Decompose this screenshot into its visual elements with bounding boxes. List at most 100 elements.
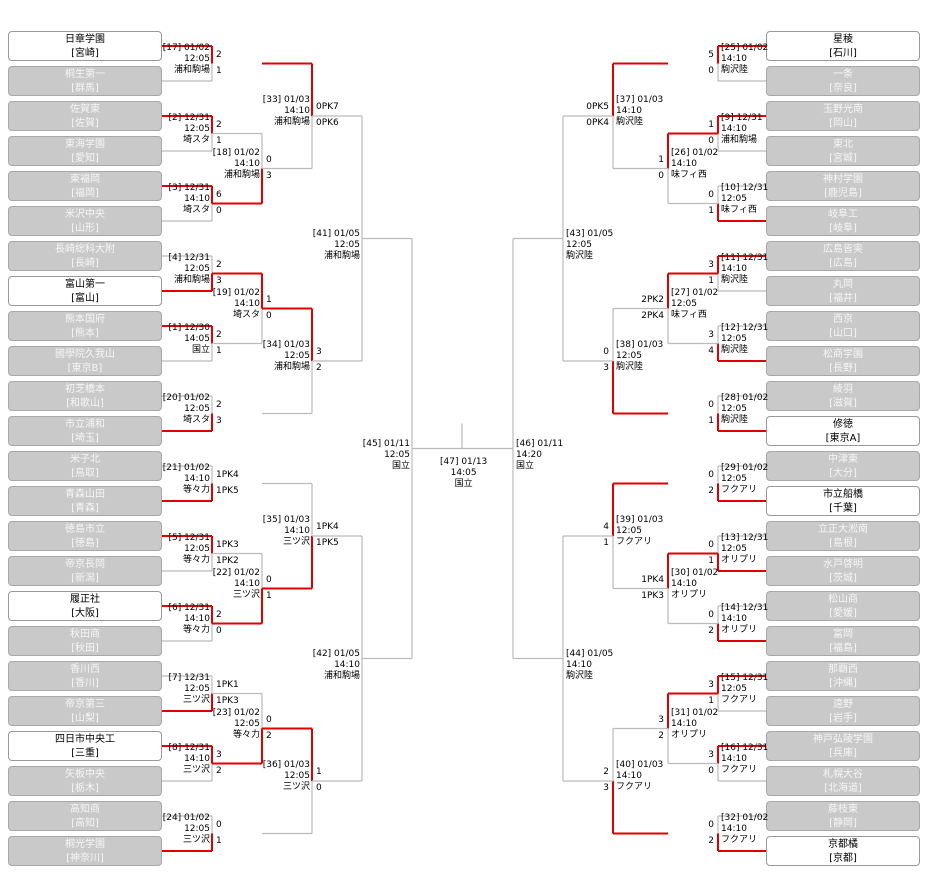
- team-box-l-8[interactable]: 熊本国府[熊本]: [8, 311, 162, 341]
- team-box-l-6[interactable]: 長崎総科大附[長崎]: [8, 241, 162, 271]
- team-prefecture: [千葉]: [829, 503, 857, 514]
- score-m18-b: 3: [266, 170, 272, 181]
- match-info-m15: [15] 12/31 12:05 フクアリ: [721, 672, 769, 705]
- team-box-l-16[interactable]: 履正社[大阪]: [8, 591, 162, 621]
- team-name: 藤枝東: [828, 804, 858, 815]
- team-box-l-13[interactable]: 青森山田[青森]: [8, 486, 162, 516]
- team-name: 市立浦和: [65, 419, 105, 430]
- score-m17-b: 1: [216, 65, 222, 76]
- match-info-m11: [11] 12/31 14:10 駒沢陸: [721, 252, 769, 285]
- team-box-r-3[interactable]: 東北[宮城]: [766, 136, 920, 166]
- team-box-l-4[interactable]: 東福岡[福岡]: [8, 171, 162, 201]
- score-m6-b: 0: [216, 625, 222, 636]
- team-prefecture: [佐賀]: [71, 118, 99, 129]
- team-box-l-21[interactable]: 矢板中央[栃木]: [8, 766, 162, 796]
- match-info-m43: [43] 01/05 12:05 駒沢陸: [566, 228, 614, 261]
- team-box-r-11[interactable]: 修徳[東京A]: [766, 416, 920, 446]
- team-name: 神村学園: [823, 174, 863, 185]
- team-name: 中津東: [828, 454, 858, 465]
- team-prefecture: [高知]: [71, 818, 99, 829]
- team-box-l-18[interactable]: 香川西[香川]: [8, 661, 162, 691]
- team-box-r-17[interactable]: 富岡[福島]: [766, 626, 920, 656]
- score-m21-b: 1PK5: [216, 485, 239, 496]
- team-box-r-22[interactable]: 藤枝東[静岡]: [766, 801, 920, 831]
- team-box-r-12[interactable]: 中津東[大分]: [766, 451, 920, 481]
- score-m4-a: 2: [216, 259, 222, 270]
- team-box-r-13[interactable]: 市立船橋[千葉]: [766, 486, 920, 516]
- match-info-m26: [26] 01/02 14:10 味フィ西: [671, 147, 719, 180]
- score-m23-a: 0: [266, 714, 272, 725]
- team-box-l-19[interactable]: 帝京第三[山梨]: [8, 696, 162, 726]
- match-info-m13: [13] 12/31 12:05 オリプリ: [721, 532, 769, 565]
- team-box-r-18[interactable]: 那覇西[沖縄]: [766, 661, 920, 691]
- team-box-r-9[interactable]: 松商学園[長野]: [766, 346, 920, 376]
- team-box-r-0[interactable]: 星稜[石川]: [766, 31, 920, 61]
- match-info-m2: [2] 12/31 12:05 埼スタ: [168, 112, 210, 145]
- team-box-l-20[interactable]: 四日市中央工[三重]: [8, 731, 162, 761]
- team-box-r-7[interactable]: 丸岡[福井]: [766, 276, 920, 306]
- team-box-l-17[interactable]: 秋田商[秋田]: [8, 626, 162, 656]
- score-m13-b: 1: [708, 555, 714, 566]
- team-box-l-1[interactable]: 桐生第一[群馬]: [8, 66, 162, 96]
- score-m29-b: 2: [708, 485, 714, 496]
- team-box-r-8[interactable]: 西京[山口]: [766, 311, 920, 341]
- team-box-r-20[interactable]: 神戸弘陵学園[兵庫]: [766, 731, 920, 761]
- team-box-l-9[interactable]: 國學院久我山[東京B]: [8, 346, 162, 376]
- score-m17-a: 2: [216, 49, 222, 60]
- score-m7-b: 1PK3: [216, 695, 239, 706]
- score-m40-b: 3: [603, 783, 609, 793]
- match-info-m44: [44] 01/05 14:10 駒沢陸: [566, 648, 614, 681]
- score-m28-a: 0: [708, 399, 714, 410]
- team-box-r-15[interactable]: 水戸啓明[茨城]: [766, 556, 920, 586]
- team-box-l-23[interactable]: 桐光学園[神奈川]: [8, 836, 162, 866]
- team-box-l-3[interactable]: 東海学園[愛知]: [8, 136, 162, 166]
- team-box-l-0[interactable]: 日章学園[宮崎]: [8, 31, 162, 61]
- match-info-m34: [34] 01/03 12:05 浦和駒場: [262, 340, 310, 372]
- score-m36-a: 1: [316, 767, 322, 777]
- score-m11-a: 3: [708, 259, 714, 270]
- score-m3-a: 6: [216, 189, 222, 200]
- match-info-m22: [22] 01/02 14:10 三ツ沢: [212, 567, 260, 600]
- score-m31-a: 3: [658, 714, 664, 725]
- team-box-l-15[interactable]: 帝京長岡[新潟]: [8, 556, 162, 586]
- team-box-r-5[interactable]: 岐阜工[岐阜]: [766, 206, 920, 236]
- match-info-m17: [17] 01/02 12:05 浦和駒場: [162, 42, 210, 75]
- team-name: 長崎総科大附: [55, 244, 115, 255]
- team-box-r-14[interactable]: 立正大淞南[島根]: [766, 521, 920, 551]
- team-prefecture: [栃木]: [71, 783, 99, 794]
- team-box-r-16[interactable]: 松山商[愛媛]: [766, 591, 920, 621]
- team-name: 修徳: [833, 419, 853, 430]
- team-box-l-12[interactable]: 米子北[鳥取]: [8, 451, 162, 481]
- match-info-m42: [42] 01/05 14:10 浦和駒場: [312, 648, 360, 681]
- team-box-r-1[interactable]: 一条[奈良]: [766, 66, 920, 96]
- team-box-r-6[interactable]: 広島皆実[広島]: [766, 241, 920, 271]
- match-info-m14: [14] 12/31 14:10 オリプリ: [721, 602, 769, 635]
- score-m15-a: 3: [708, 679, 714, 690]
- score-m31-b: 2: [658, 730, 664, 741]
- team-box-r-4[interactable]: 神村学園[鹿児島]: [766, 171, 920, 201]
- team-box-l-5[interactable]: 米沢中央[山形]: [8, 206, 162, 236]
- team-box-l-11[interactable]: 市立浦和[埼玉]: [8, 416, 162, 446]
- score-m34-b: 2: [316, 363, 322, 373]
- team-name: 熊本国府: [65, 314, 105, 325]
- team-box-l-10[interactable]: 初芝橋本[和歌山]: [8, 381, 162, 411]
- team-box-r-10[interactable]: 綾羽[滋賀]: [766, 381, 920, 411]
- team-box-r-2[interactable]: 玉野光南[岡山]: [766, 101, 920, 131]
- team-name: 水戸啓明: [823, 559, 863, 570]
- score-m10-b: 1: [708, 205, 714, 216]
- score-m12-a: 3: [708, 329, 714, 340]
- team-box-l-2[interactable]: 佐賀東[佐賀]: [8, 101, 162, 131]
- team-box-r-23[interactable]: 京都橘[京都]: [766, 836, 920, 866]
- team-name: 京都橘: [828, 839, 858, 850]
- team-box-r-21[interactable]: 札幌大谷[北海道]: [766, 766, 920, 796]
- team-box-r-19[interactable]: 遠野[岩手]: [766, 696, 920, 726]
- score-m25-a: 5: [708, 49, 714, 60]
- team-box-l-22[interactable]: 高知商[高知]: [8, 801, 162, 831]
- team-box-l-14[interactable]: 徳島市立[徳島]: [8, 521, 162, 551]
- team-name: 岐阜工: [828, 209, 858, 220]
- team-name: 秋田商: [70, 629, 100, 640]
- score-m20-b: 3: [216, 415, 222, 426]
- team-prefecture: [宮崎]: [71, 48, 99, 59]
- team-box-l-7[interactable]: 富山第一[富山]: [8, 276, 162, 306]
